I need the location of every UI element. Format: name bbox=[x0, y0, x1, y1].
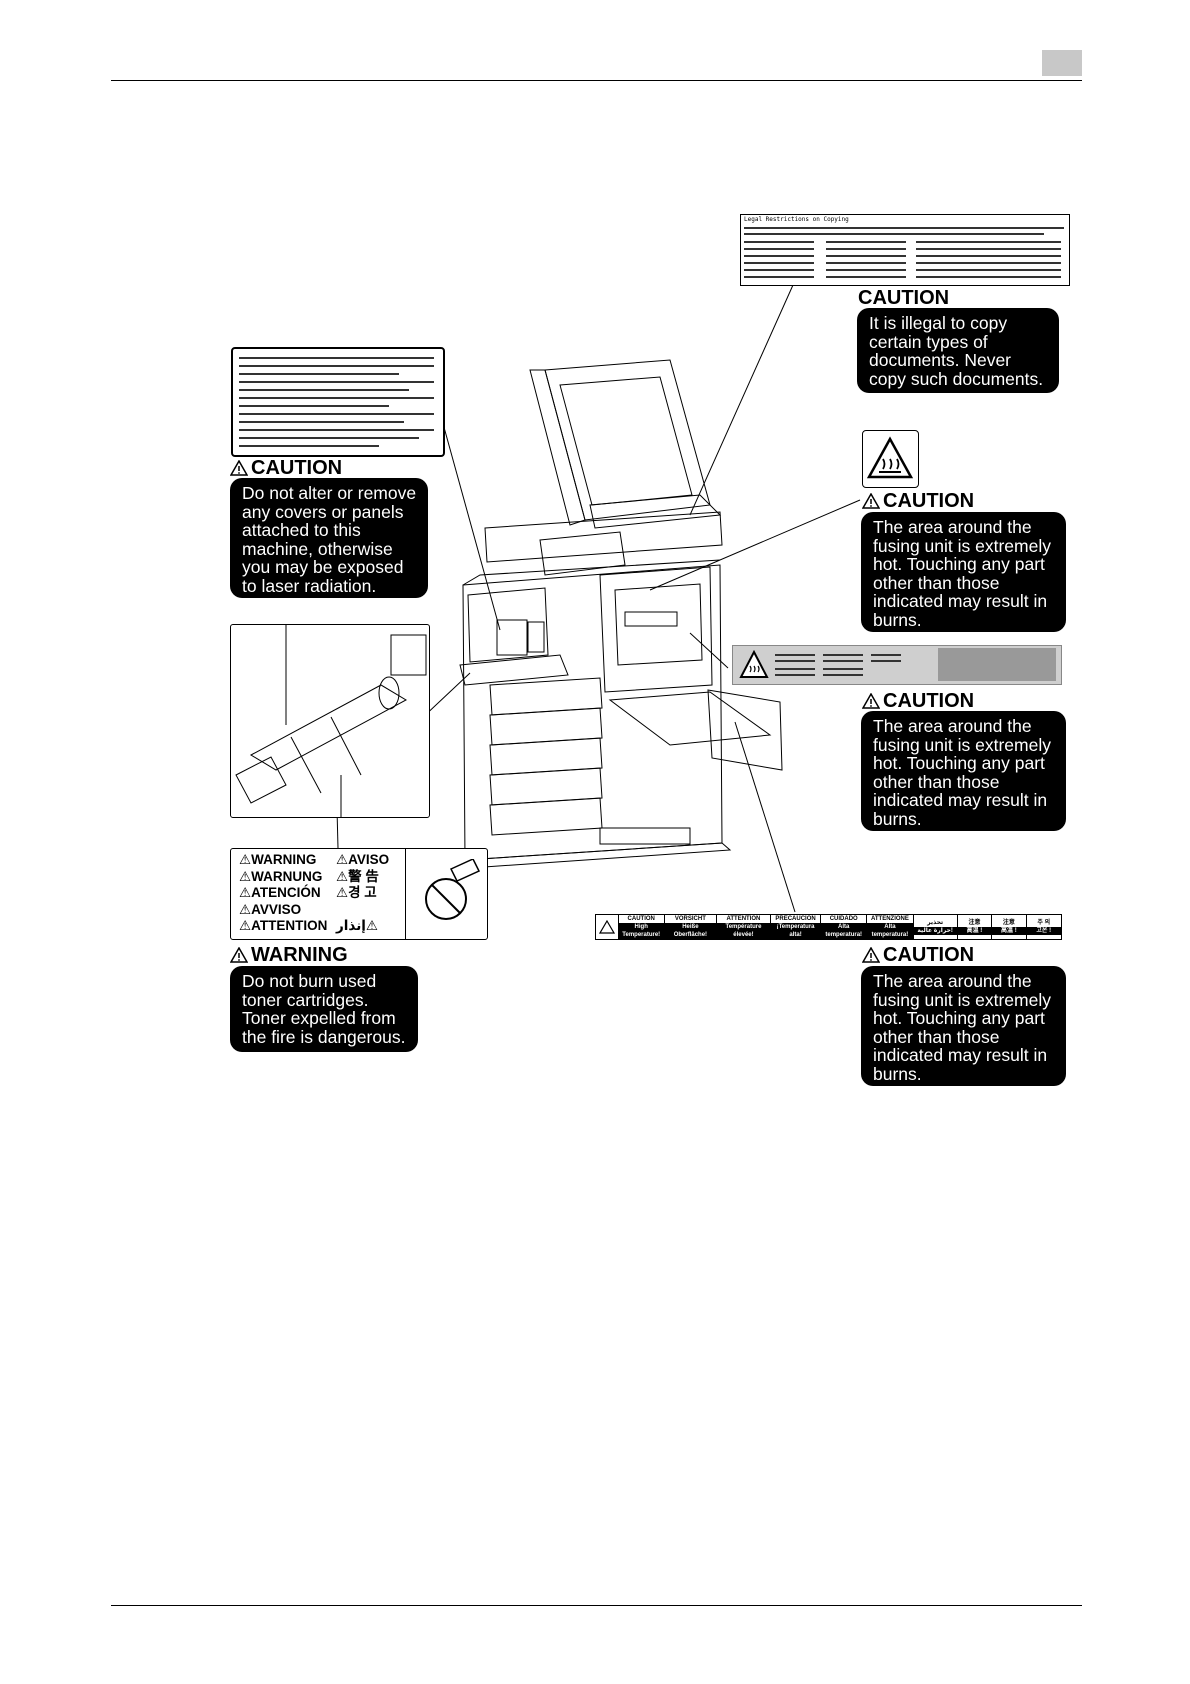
laser-caution-text: Do not alter or remove any covers or pan… bbox=[230, 478, 428, 598]
laser-caution-heading: CAUTION bbox=[230, 457, 342, 479]
fusing-caution-text-1: The area around the fusing unit is extre… bbox=[861, 512, 1066, 632]
fusing-caution-heading-2: CAUTION bbox=[862, 690, 974, 712]
legal-restrictions-label: Legal Restrictions on Copying bbox=[740, 214, 1070, 286]
fusing-caution-heading-1: CAUTION bbox=[862, 490, 974, 512]
warning-triangle-icon bbox=[230, 947, 248, 963]
hot-surface-icon bbox=[866, 436, 914, 479]
toner-detail-illustration bbox=[230, 624, 430, 818]
fusing-unit-label bbox=[732, 645, 1062, 685]
header-rule bbox=[111, 80, 1082, 81]
warning-triangle-icon bbox=[230, 460, 248, 476]
fusing-label-pictograms bbox=[938, 648, 1056, 681]
hot-surface-icon bbox=[598, 920, 615, 934]
no-fire-icon bbox=[425, 859, 481, 920]
footer-rule bbox=[111, 1605, 1082, 1606]
hot-surface-label bbox=[862, 430, 919, 488]
legal-caution-text: It is illegal to copy certain types of d… bbox=[857, 308, 1059, 393]
warning-triangle-icon bbox=[862, 493, 880, 509]
warning-triangle-icon bbox=[862, 947, 880, 963]
toner-warning-heading: WARNING bbox=[230, 944, 348, 966]
toner-cartridge-drawing bbox=[235, 625, 427, 817]
fusing-caution-text-3: The area around the fusing unit is extre… bbox=[861, 966, 1066, 1086]
warning-label-right-column: ⚠AVISO ⚠警 告 ⚠경 고 إنذار⚠ bbox=[336, 852, 390, 933]
page-number-box bbox=[1042, 50, 1082, 76]
warning-label-left-column: ⚠WARNING ⚠WARNUNG ⚠ATENCIÓN ⚠AVVISO ⚠ATT… bbox=[239, 852, 328, 933]
laser-caution-label bbox=[231, 347, 445, 457]
fusing-caution-text-2: The area around the fusing unit is extre… bbox=[861, 711, 1066, 831]
fusing-caution-heading-3: CAUTION bbox=[862, 944, 974, 966]
toner-warning-text: Do not burn used toner cartridges. Toner… bbox=[230, 966, 418, 1052]
warning-triangle-icon bbox=[862, 693, 880, 709]
legal-label-title: Legal Restrictions on Copying bbox=[744, 216, 849, 223]
toner-warning-label: ⚠WARNING ⚠WARNUNG ⚠ATENCIÓN ⚠AVVISO ⚠ATT… bbox=[230, 848, 488, 940]
legal-caution-heading: CAUTION bbox=[858, 287, 950, 309]
hot-surface-icon bbox=[739, 650, 769, 678]
